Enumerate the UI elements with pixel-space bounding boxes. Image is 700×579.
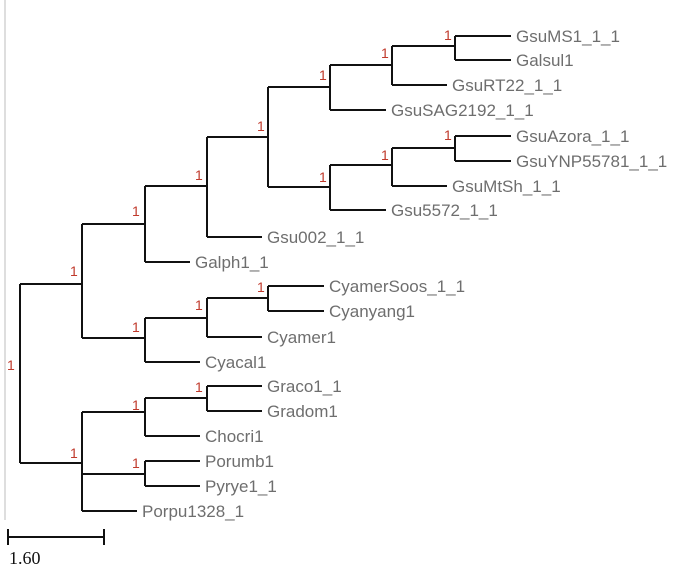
leaf-label-cyamer: Cyamer1 — [267, 328, 336, 347]
scale-bar: 1.60 — [7, 529, 105, 568]
support-cyanidium: 1 — [132, 319, 140, 335]
leaf-label-porumb: Porumb1 — [205, 452, 274, 471]
leaf-label-gsums1: GsuMS1_1_1 — [516, 27, 620, 46]
support-cyamer: 1 — [195, 297, 203, 313]
support-outgroup: 1 — [70, 445, 78, 461]
support-gsu-core: 1 — [257, 118, 265, 134]
leaf-label-pyrye: Pyrye1_1 — [205, 477, 277, 496]
leaf-label-cyanyang: Cyanyang1 — [329, 302, 415, 321]
support-gsu-upper: 1 — [319, 67, 327, 83]
support-graco-chocri: 1 — [132, 397, 140, 413]
support-gsu-ms-gal: 1 — [444, 27, 452, 43]
support-sulphuraria: 1 — [195, 167, 203, 183]
support-porphyra: 1 — [132, 455, 140, 471]
leaf-label-gsuynp: GsuYNP55781_1_1 — [516, 152, 667, 171]
support-cyamer-soos: 1 — [257, 279, 265, 295]
support-gsu-az-ynp: 1 — [444, 127, 452, 143]
leaf-label-gsuazora: GsuAzora_1_1 — [516, 127, 629, 146]
leaf-labels: GsuMS1_1_1 Galsul1 GsuRT22_1_1 GsuSAG219… — [142, 27, 667, 521]
leaf-label-gsu5572: Gsu5572_1_1 — [391, 201, 498, 220]
leaf-label-cyacal: Cyacal1 — [205, 353, 266, 372]
leaf-label-gsurt22: GsuRT22_1_1 — [452, 76, 562, 95]
support-values: 1 1 1 1 1 1 1 1 1 1 1 1 1 1 1 1 1 1 — [7, 27, 452, 471]
leaf-label-gsu002: Gsu002_1_1 — [267, 228, 364, 247]
support-galdieria: 1 — [132, 203, 140, 219]
leaf-label-gsusag: GsuSAG2192_1_1 — [391, 101, 534, 120]
leaf-label-chocri: Chocri1 — [205, 427, 264, 446]
scale-bar-label: 1.60 — [9, 548, 41, 568]
leaf-label-gsumtsh: GsuMtSh_1_1 — [452, 177, 561, 196]
leaf-label-graco: Graco1_1 — [267, 377, 342, 396]
leaf-label-galph: Galph1_1 — [195, 253, 269, 272]
support-gsu-az-mt: 1 — [381, 147, 389, 163]
support-root: 1 — [7, 357, 15, 373]
leaf-label-galsul: Galsul1 — [516, 51, 574, 70]
leaf-label-gradom: Gradom1 — [267, 402, 338, 421]
support-gracilaria: 1 — [195, 379, 203, 395]
support-gsu-lower: 1 — [319, 169, 327, 185]
leaf-label-cyamersoos: CyamerSoos_1_1 — [329, 277, 465, 296]
support-gsu-ms-rt: 1 — [381, 45, 389, 61]
leaf-label-porpu: Porpu1328_1 — [142, 502, 244, 521]
support-ingroup: 1 — [70, 263, 78, 279]
tree-branches — [19, 35, 511, 512]
